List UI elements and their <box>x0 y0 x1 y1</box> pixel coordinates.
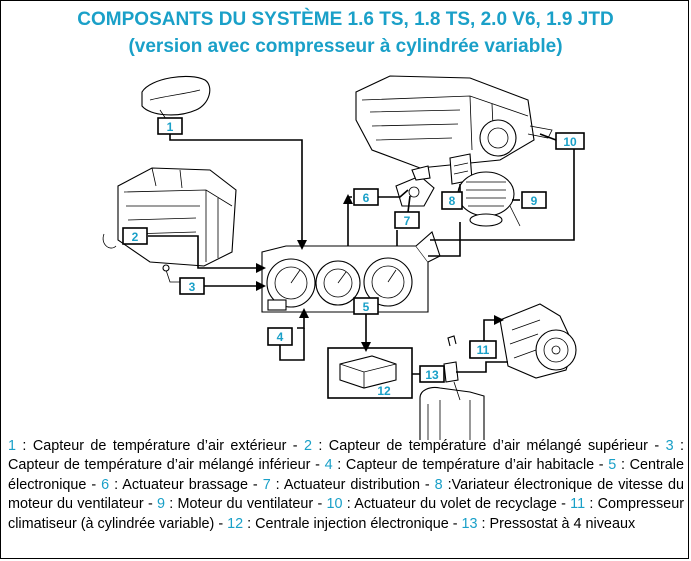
svg-text:8: 8 <box>449 194 456 208</box>
label-13: 13 <box>419 365 445 383</box>
label-11: 11 <box>469 340 497 359</box>
control-panel-sketch <box>261 231 441 313</box>
legend-number: 1 <box>8 438 17 454</box>
blower-motor-sketch <box>457 171 521 227</box>
label-12: 12 <box>377 384 391 398</box>
heater-box-left-sketch <box>102 167 237 267</box>
svg-text:13: 13 <box>425 368 439 382</box>
legend-number: 8 <box>434 476 443 493</box>
figure-subtitle: (version avec compresseur à cylindrée va… <box>128 36 563 57</box>
connector-8 <box>428 222 461 257</box>
pressure-switch-sketch <box>419 335 485 440</box>
legend-number: 2 <box>303 438 312 454</box>
label-7: 7 <box>394 211 420 229</box>
legend-number: 13 <box>461 515 478 532</box>
svg-text:12: 12 <box>377 384 391 398</box>
compressor-sketch <box>499 303 577 379</box>
svg-text:11: 11 <box>477 343 490 357</box>
legend-number: 11 <box>570 496 586 513</box>
legend-number: 10 <box>326 496 343 513</box>
connector-6b <box>378 189 409 198</box>
legend-text: : Centrale électronique - <box>8 457 684 493</box>
svg-text:7: 7 <box>404 214 411 228</box>
connector-10b <box>539 133 557 141</box>
label-3: 3 <box>179 277 205 295</box>
label-2: 2 <box>122 227 148 245</box>
svg-text:6: 6 <box>363 191 370 205</box>
label-6: 6 <box>353 188 379 206</box>
legend-text: : Actuateur distribution - <box>270 476 435 493</box>
legend-text: : Compresseur climatiseur (à cylindrée v… <box>8 496 684 532</box>
mirror-sketch <box>141 75 211 123</box>
legend-text: : Moteur du ventilateur - <box>165 496 327 513</box>
legend-number: 7 <box>262 476 271 493</box>
ecu-12-sketch <box>327 347 413 399</box>
legend-text: : Capteur de température d’air mélangé s… <box>312 438 666 454</box>
legend-number: 12 <box>227 515 244 532</box>
legend-text: : Capteur de température d’air extérieur… <box>16 438 304 454</box>
actuator-6-7-sketch <box>395 165 435 207</box>
legend-text: : Actuateur brassage - <box>109 476 263 493</box>
label-8: 8 <box>441 191 463 210</box>
label-5: 5 <box>353 297 379 315</box>
label-1: 1 <box>157 117 183 135</box>
connector-4b <box>279 328 305 361</box>
legend-number: 4 <box>324 457 333 474</box>
legend-text: : Capteur de température d’air mélangé i… <box>8 438 684 474</box>
legend-text: : Actuateur du volet de recyclage - <box>342 496 571 513</box>
label-9: 9 <box>521 191 547 209</box>
figure-title: COMPOSANTS DU SYSTÈME 1.6 TS, 1.8 TS, 2.… <box>77 9 614 30</box>
legend-number: 9 <box>157 496 166 513</box>
legend-text: : Capteur de température d’air habitacle… <box>332 457 609 474</box>
label-10: 10 <box>555 132 585 150</box>
svg-text:9: 9 <box>531 194 538 208</box>
system-diagram: 1 2 3 4 5 6 7 8 9 10 11 12 <box>102 75 585 440</box>
connector-10 <box>430 149 575 241</box>
legend-number: 3 <box>665 438 674 454</box>
component-legend: 1 : Capteur de température d’air extérie… <box>8 437 684 534</box>
svg-text:3: 3 <box>189 280 196 294</box>
legend-number: 5 <box>608 457 617 474</box>
connector-1 <box>169 134 303 246</box>
legend-number: 6 <box>101 476 110 493</box>
connector-13-11 <box>456 361 508 373</box>
legend-text: : Centrale injection électronique - <box>243 515 462 532</box>
legend-text: : Pressostat à 4 niveaux <box>477 515 636 532</box>
connector-2 <box>148 235 262 269</box>
connector-6 <box>347 196 352 246</box>
label-4: 4 <box>267 327 293 346</box>
svg-text:10: 10 <box>563 135 577 149</box>
legend-text: :Variateur électronique de vitesse du mo… <box>8 476 684 513</box>
svg-text:1: 1 <box>167 120 174 134</box>
svg-text:4: 4 <box>277 330 284 344</box>
connector-7b <box>407 195 411 213</box>
heater-box-right-sketch <box>355 75 553 169</box>
svg-text:5: 5 <box>363 300 370 314</box>
svg-text:2: 2 <box>132 230 139 244</box>
